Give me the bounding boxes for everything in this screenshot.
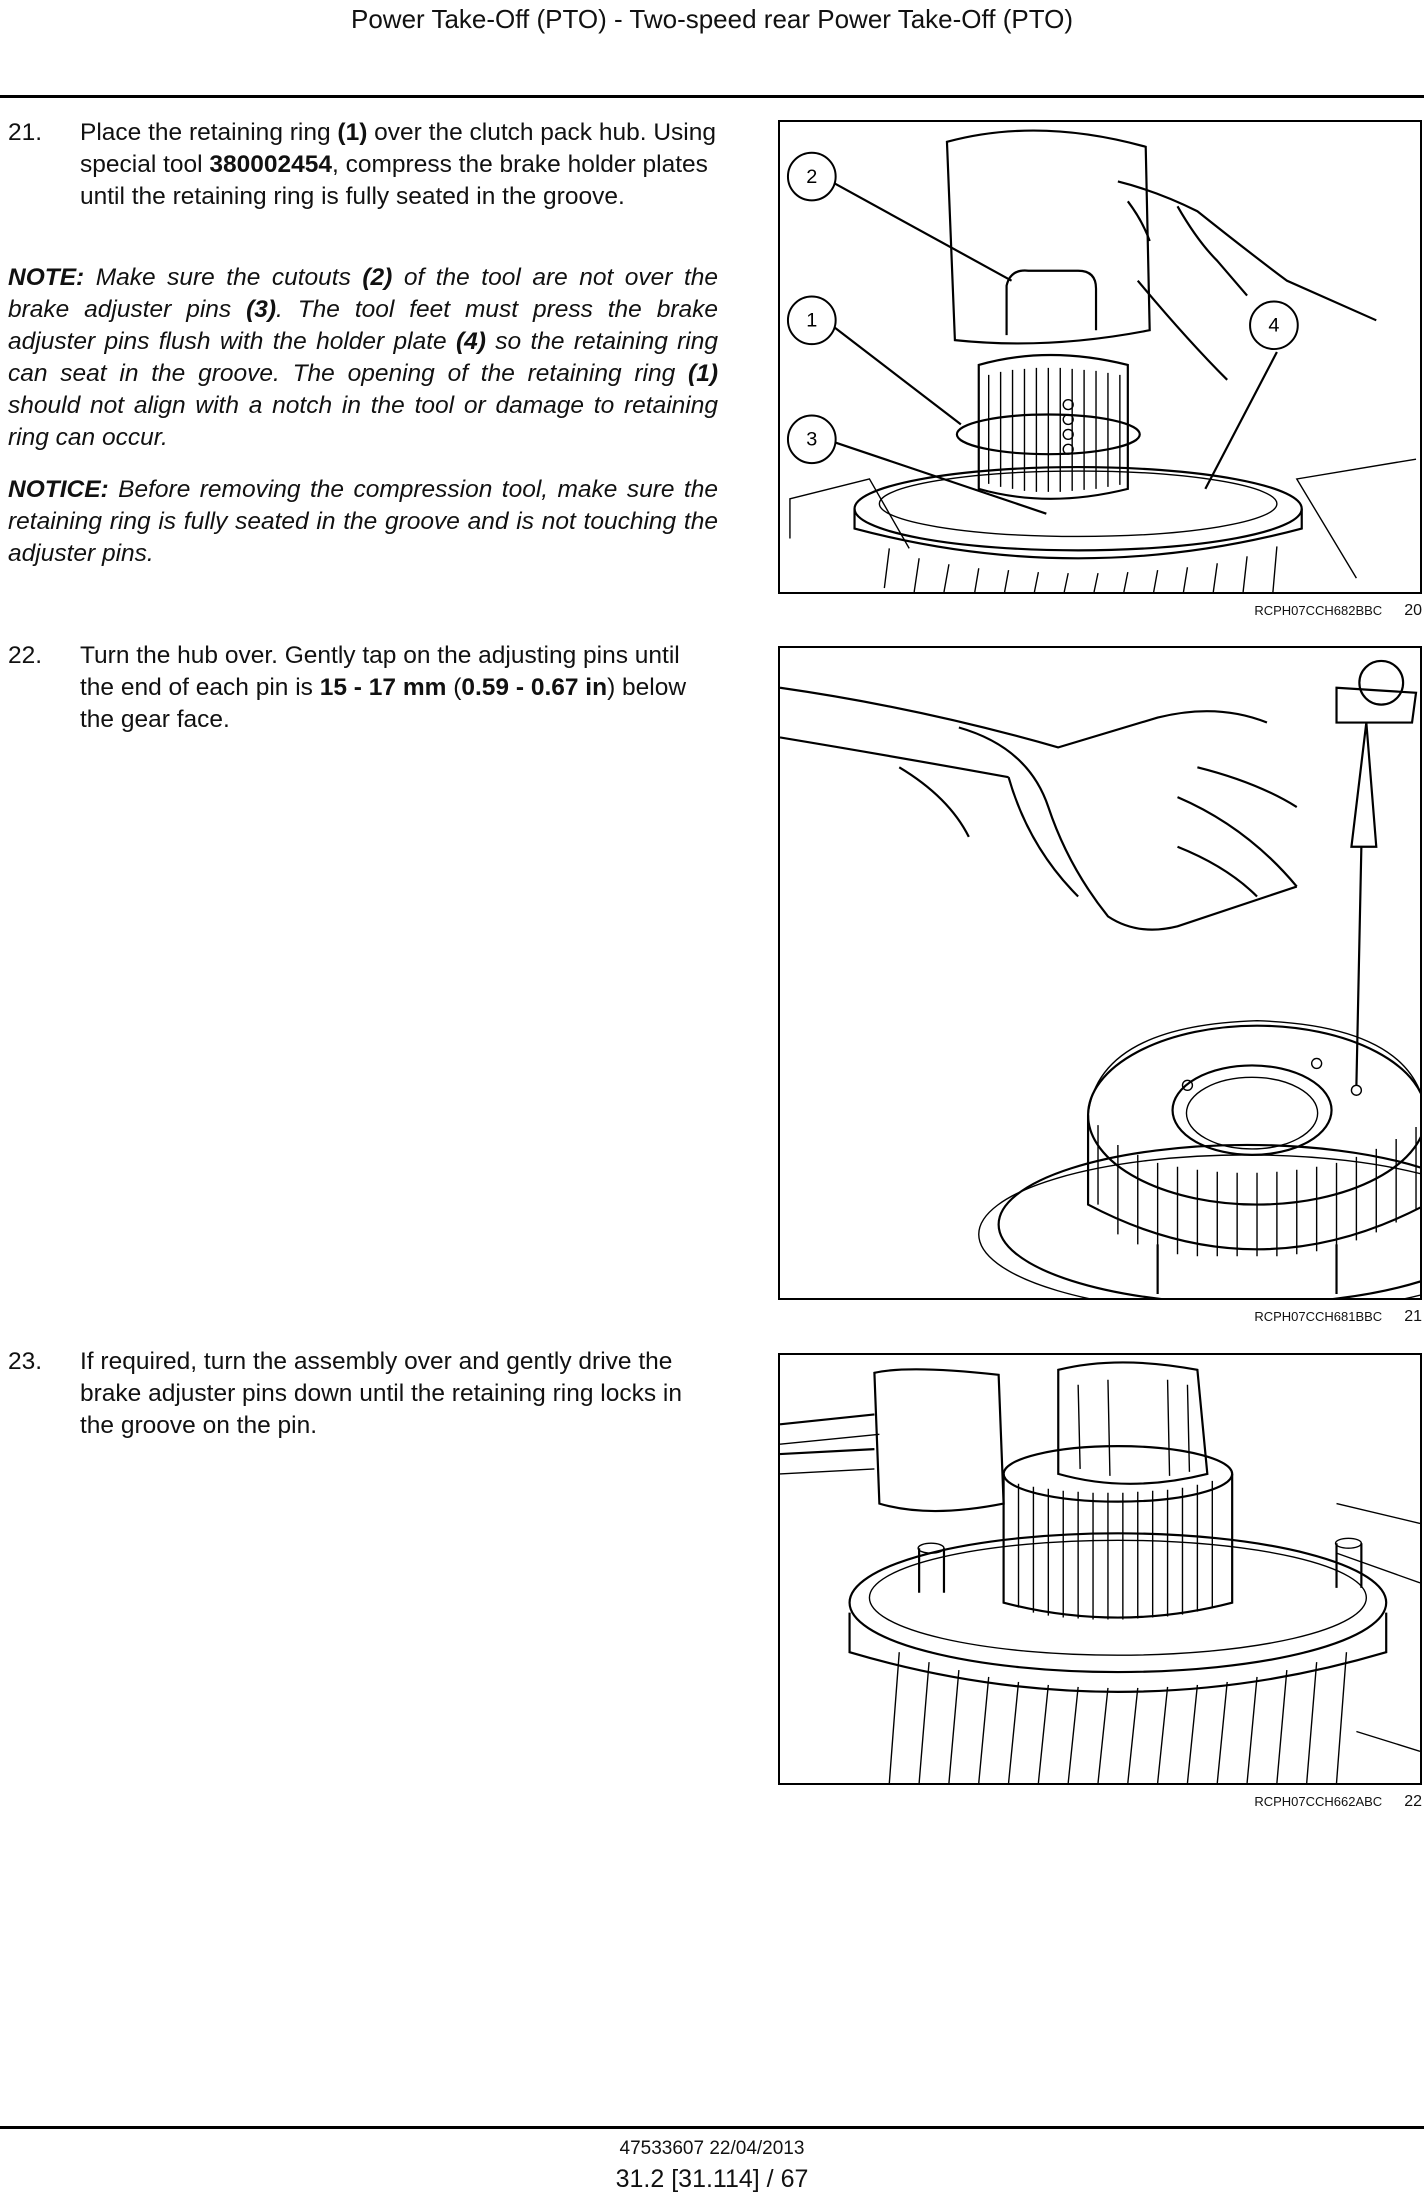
step-22: 22. Turn the hub over. Gently tap on the…	[8, 640, 718, 736]
figure-code: RCPH07CCH681BBC	[1254, 1309, 1383, 1324]
step-23: 23. If required, turn the assembly over …	[8, 1346, 718, 1442]
footer-divider	[0, 2126, 1424, 2129]
figure-22-image	[778, 1353, 1422, 1785]
page-header-title: Power Take-Off (PTO) - Two-speed rear Po…	[351, 4, 1073, 34]
notice-label: NOTICE:	[8, 476, 109, 503]
figure-21-image	[778, 646, 1422, 1300]
spec-mm: 15 - 17 mm	[319, 674, 447, 701]
figure-number: 21	[1404, 1308, 1422, 1325]
header-divider	[0, 95, 1424, 98]
step-text: Turn the hub over. Gently tap on the adj…	[80, 642, 687, 733]
footer-doc-id: 47533607 22/04/2013	[619, 2138, 805, 2159]
figure-20-caption: RCPH07CCH682BBC 20	[778, 602, 1422, 620]
step-number: 21.	[8, 119, 43, 146]
figure-20-image: 2 1 4 3	[778, 120, 1422, 594]
callout-4: 4	[1268, 315, 1279, 337]
step-21: 21. Place the retaining ring (1) over th…	[8, 117, 718, 213]
spec-in: 0.59 - 0.67 in	[461, 674, 608, 701]
figure-number: 22	[1404, 1793, 1422, 1810]
callout-2: 2	[806, 166, 817, 188]
figure-code: RCPH07CCH662ABC	[1254, 1794, 1383, 1809]
tool-number: 380002454	[209, 151, 333, 178]
figure-code: RCPH07CCH682BBC	[1254, 603, 1383, 618]
figure-number: 20	[1404, 602, 1422, 619]
step-text: If required, turn the assembly over and …	[80, 1348, 682, 1439]
step-number: 23.	[8, 1348, 43, 1375]
notice-block: NOTICE: Before removing the compression …	[8, 476, 718, 567]
step-text: Place the retaining ring (1) over the cl…	[80, 119, 716, 210]
callout-1: 1	[806, 310, 817, 332]
figure-22-caption: RCPH07CCH662ABC 22	[778, 1793, 1422, 1811]
step-number: 22.	[8, 642, 43, 669]
figure-21-caption: RCPH07CCH681BBC 21	[778, 1308, 1422, 1326]
note-label: NOTE:	[8, 264, 85, 291]
callout-3: 3	[806, 429, 817, 451]
note-block: NOTE: Make sure the cutouts (2) of the t…	[8, 264, 719, 451]
footer-page-ref: 31.2 [31.114] / 67	[615, 2165, 809, 2193]
